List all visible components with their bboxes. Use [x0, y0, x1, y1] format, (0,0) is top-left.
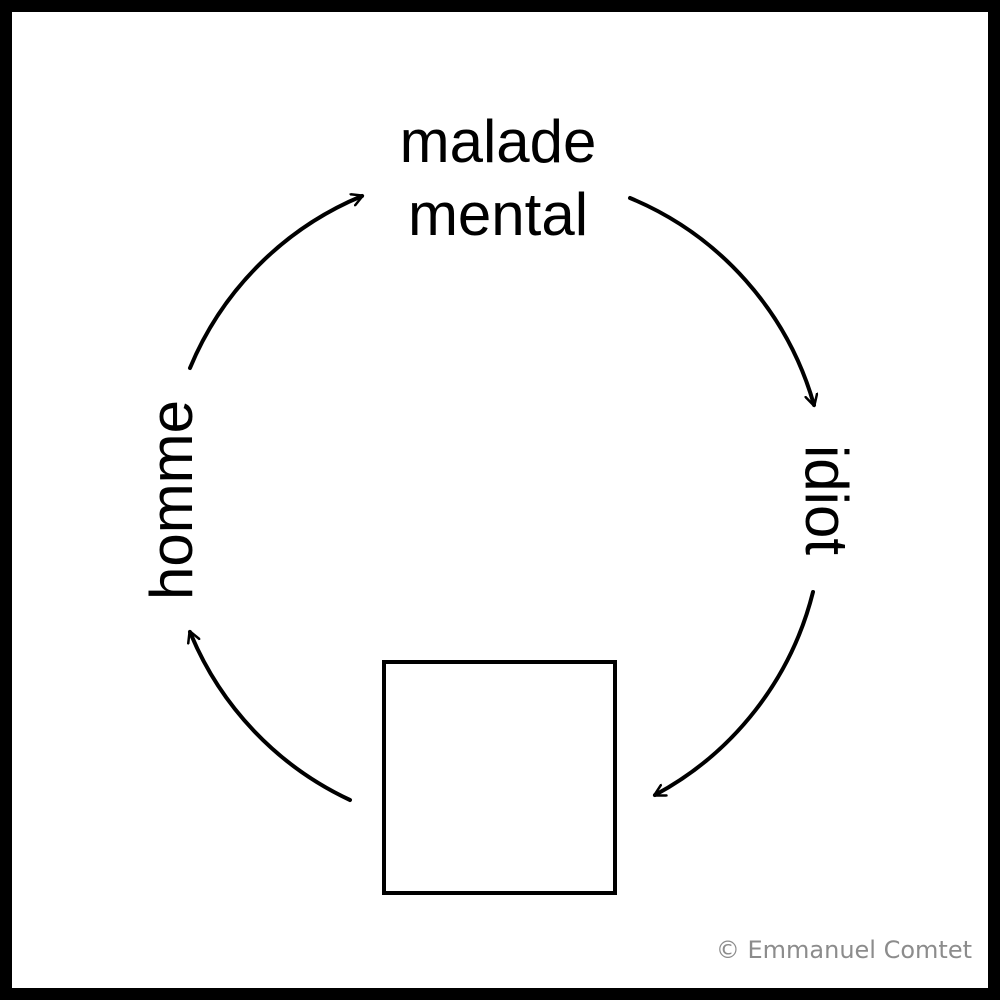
arrow-top-to-right [628, 196, 814, 405]
arrow-bottom-to-left [190, 632, 352, 802]
top-label-line1: malade [400, 108, 597, 175]
right-label: idiot [793, 445, 860, 555]
left-label: homme [138, 400, 205, 600]
top-label-line2: mental [408, 181, 588, 248]
empty-square-box [382, 660, 617, 895]
arrow-right-to-bottom [655, 590, 815, 797]
arrow-left-to-top [188, 196, 362, 370]
copyright-credit: © Emmanuel Comtet [715, 936, 972, 964]
